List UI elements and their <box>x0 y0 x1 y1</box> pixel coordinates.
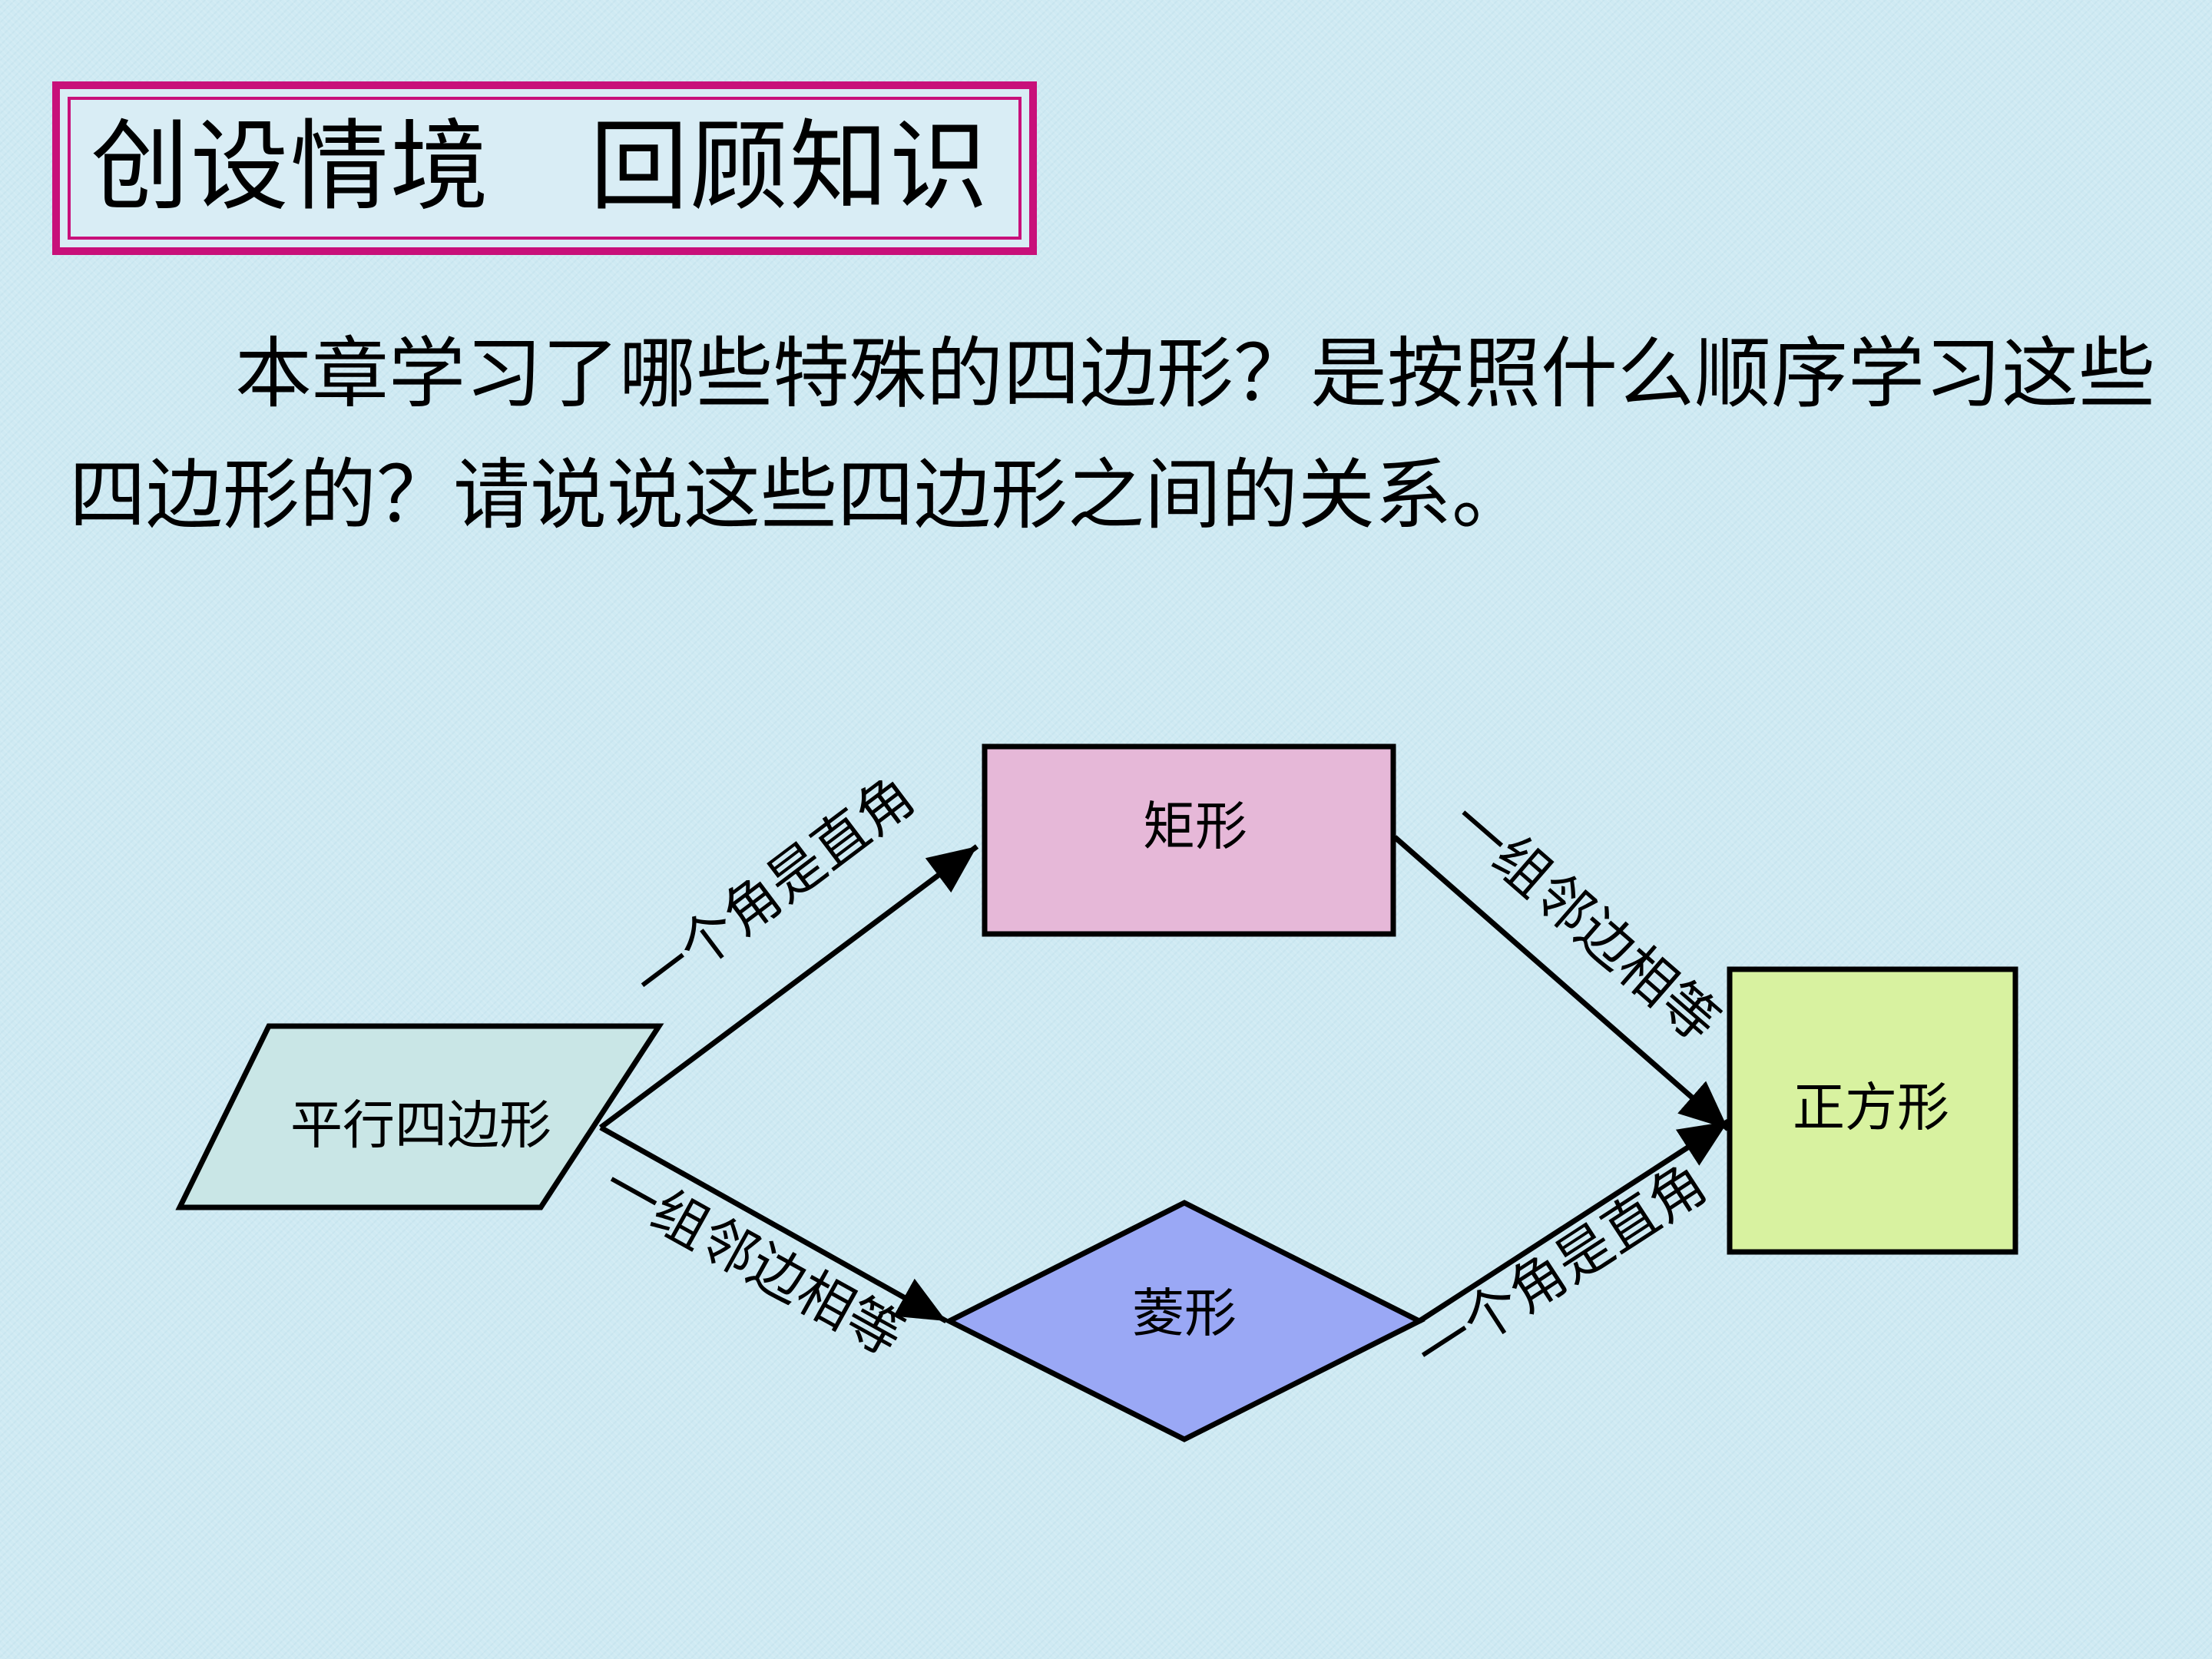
arrow-parallelogram-to-rectangle <box>598 844 979 1130</box>
parallelogram-shape <box>175 1023 664 1210</box>
parallelogram-label: 平行四边形 <box>290 1096 551 1157</box>
arrow-rhombus-to-square <box>1418 1119 1730 1323</box>
rhombus-label: 菱形 <box>1132 1284 1237 1345</box>
question-text: 本章学习了哪些特殊的四边形？是按照什么顺序学习这些四边形的？请说说这些四边形之间… <box>69 329 2155 540</box>
title-box: 创设情境 回顾知识 <box>52 81 1037 255</box>
square-label: 正方形 <box>1793 1078 1949 1139</box>
arrow-parallelogram-to-rhombus <box>599 1124 948 1324</box>
rectangle-shape <box>982 743 1396 937</box>
edge-label-parallelogram-to-rhombus: 一组邻边相等 <box>593 1151 915 1369</box>
square-shape <box>1727 966 2018 1255</box>
arrow-rectangle-to-square <box>1392 835 1730 1131</box>
edge-label-rhombus-to-square: 一个角是直角 <box>1405 1151 1718 1386</box>
rectangle-label: 矩形 <box>1143 797 1247 858</box>
edge-label-rectangle-to-square: 一组邻边相等 <box>1439 788 1731 1055</box>
rhombus-shape <box>943 1200 1426 1442</box>
slide-title: 创设情境 回顾知识 <box>91 110 990 224</box>
edge-label-parallelogram-to-rectangle: 一个角是直角 <box>623 763 927 1015</box>
title-box-inner-border <box>68 97 1022 240</box>
